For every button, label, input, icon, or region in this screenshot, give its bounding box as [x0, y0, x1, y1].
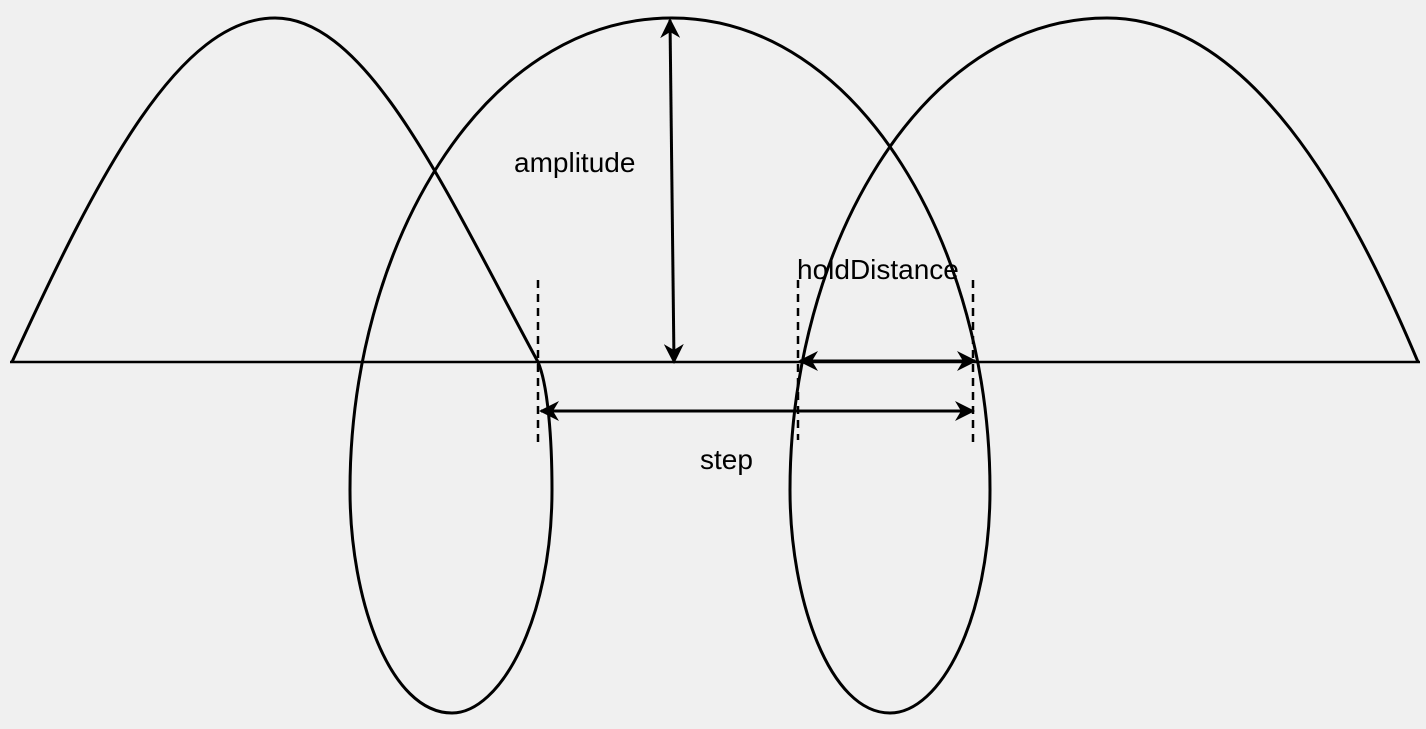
hold-distance-label: holdDistance: [797, 254, 959, 285]
step-label: step: [700, 444, 753, 475]
amplitude-arrow: [660, 18, 684, 364]
amplitude-label: amplitude: [514, 147, 636, 178]
trajectory-curve: [10, 16, 1420, 715]
